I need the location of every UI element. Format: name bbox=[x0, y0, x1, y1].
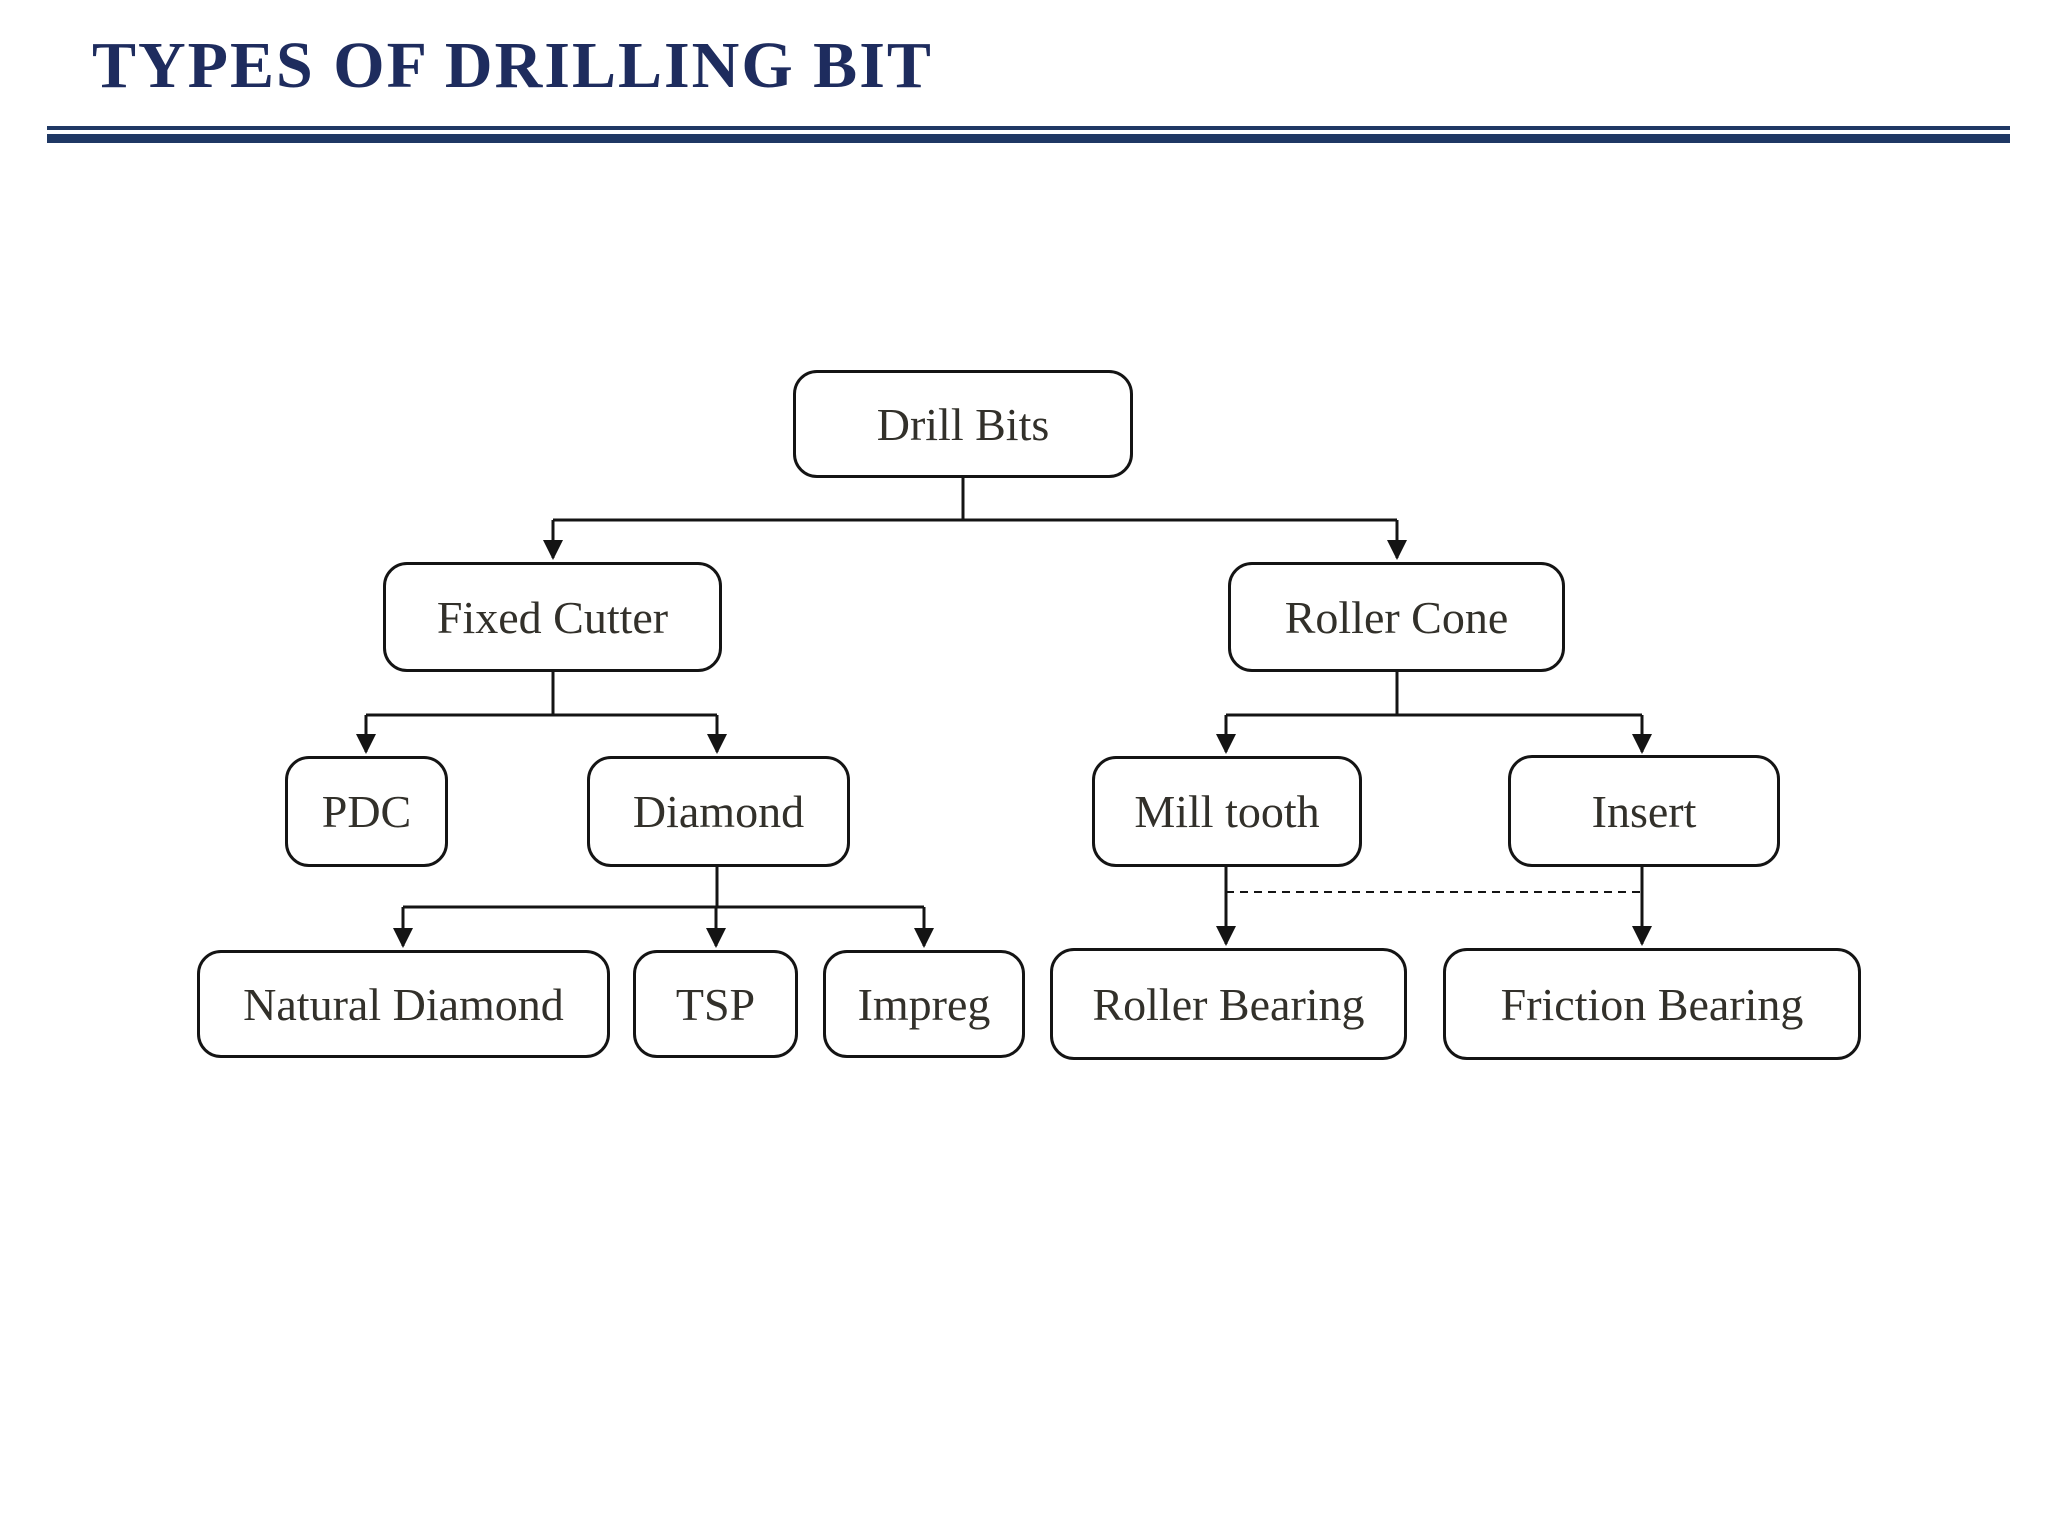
node-insert: Insert bbox=[1508, 755, 1780, 867]
node-label: Diamond bbox=[632, 786, 805, 837]
node-label: Friction Bearing bbox=[1500, 978, 1804, 1030]
node-label: Fixed Cutter bbox=[436, 591, 669, 643]
node-label: Insert bbox=[1591, 785, 1697, 837]
page-title: TYPES OF DRILLING BIT bbox=[92, 29, 933, 102]
node-friction-bearing: Friction Bearing bbox=[1443, 948, 1861, 1060]
title-rule-thick bbox=[47, 134, 2010, 143]
title-rule-thin bbox=[47, 126, 2010, 130]
node-pdc: PDC bbox=[285, 756, 448, 867]
node-label: Impreg bbox=[857, 978, 991, 1030]
node-mill-tooth: Mill tooth bbox=[1092, 756, 1362, 867]
node-label: PDC bbox=[321, 786, 412, 837]
node-label: TSP bbox=[675, 978, 756, 1030]
node-roller-cone: Roller Cone bbox=[1228, 562, 1565, 672]
node-natural-diamond: Natural Diamond bbox=[197, 950, 610, 1058]
node-label: Drill Bits bbox=[876, 398, 1050, 450]
node-fixed-cutter: Fixed Cutter bbox=[383, 562, 722, 672]
node-label: Roller Bearing bbox=[1092, 978, 1365, 1030]
node-drill-bits: Drill Bits bbox=[793, 370, 1133, 478]
node-tsp: TSP bbox=[633, 950, 798, 1058]
node-label: Natural Diamond bbox=[243, 978, 564, 1030]
node-label: Mill tooth bbox=[1134, 786, 1320, 837]
node-roller-bearing: Roller Bearing bbox=[1050, 948, 1407, 1060]
node-diamond: Diamond bbox=[587, 756, 850, 867]
node-label: Roller Cone bbox=[1284, 591, 1509, 643]
node-impreg: Impreg bbox=[823, 950, 1025, 1058]
